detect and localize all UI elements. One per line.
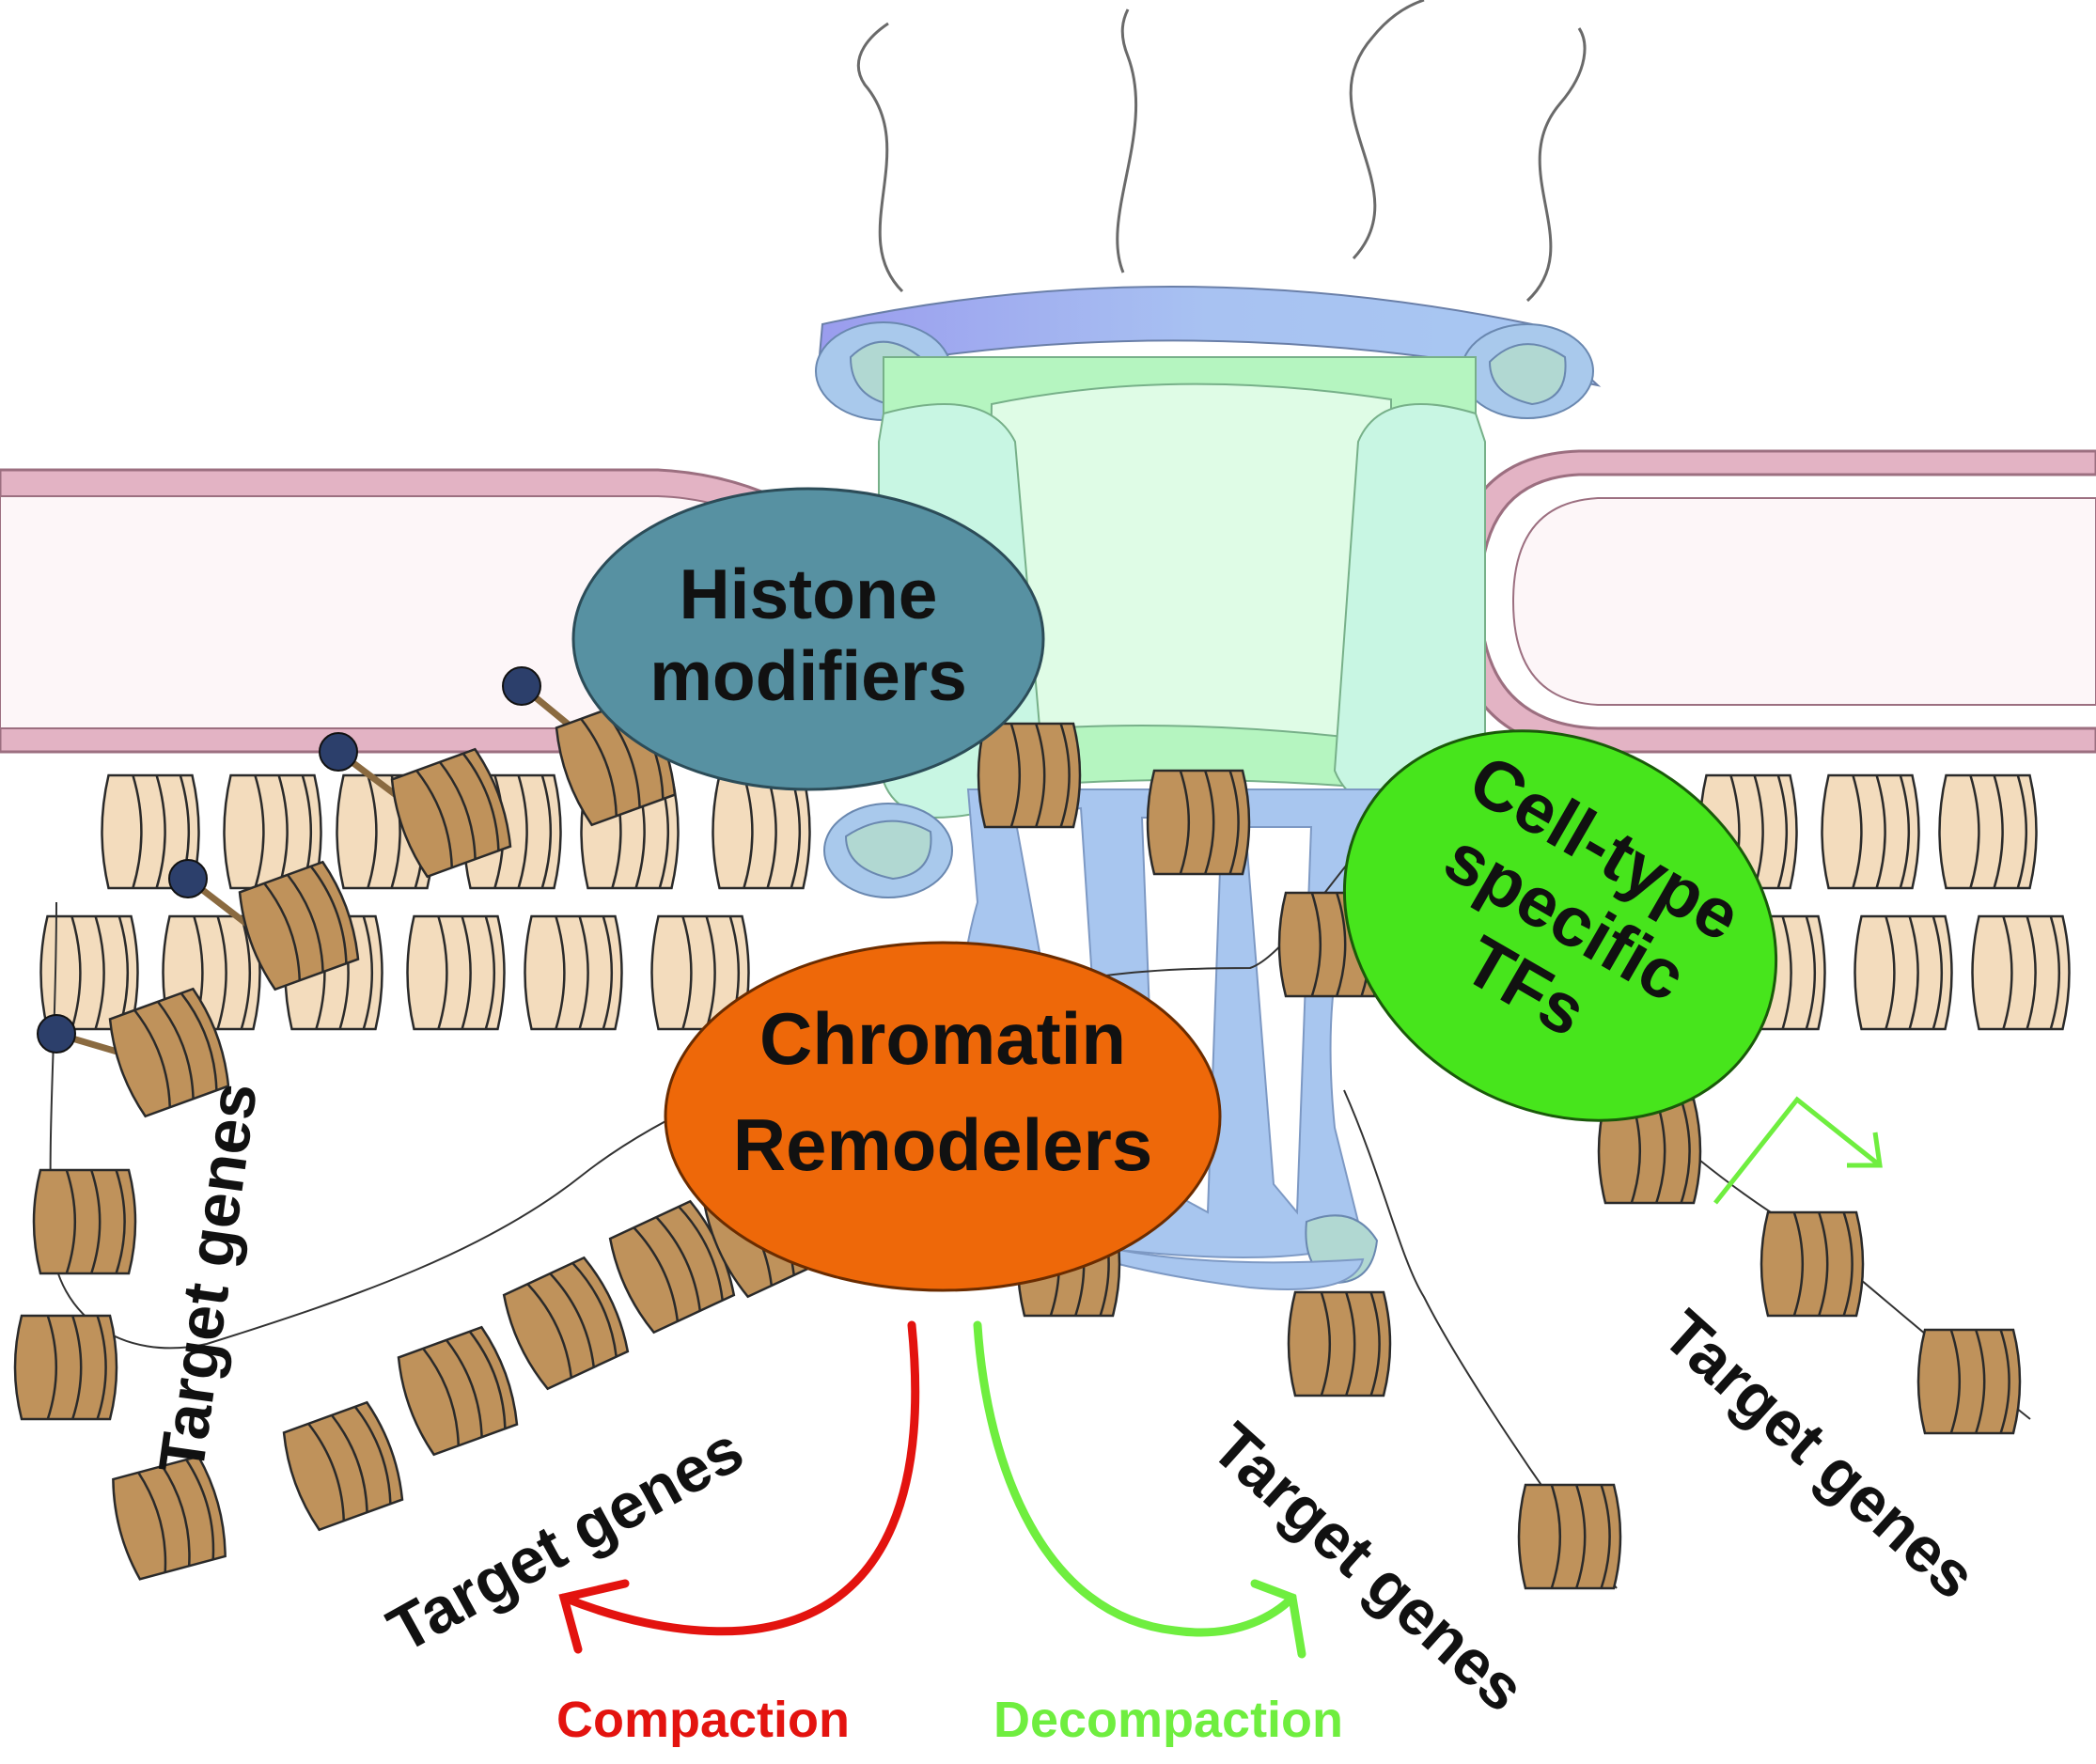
nucleosome [1146,769,1251,876]
transcription-start-arrow [1713,1096,1883,1205]
histone-modifiers: Histone modifiers [571,487,1045,791]
nucleosome [112,1455,227,1581]
nucleosome [108,987,230,1118]
nucleosome [1517,1483,1622,1590]
histone-modifiers-label-line1: Histone [679,554,937,633]
nucleosome [1916,1328,2022,1435]
nucleosome [1287,1290,1392,1397]
compact-nucleosome [1971,914,2071,1031]
nucleosome [1760,1210,1865,1318]
compact-nucleosome [1821,773,1920,890]
target-genes-label-left: Target genes [146,1078,271,1477]
chromatin-remodelers-label-line2: Remodelers [733,1103,1153,1186]
compact-nucleosome [1938,773,2038,890]
compaction-label: Compaction [556,1692,850,1748]
histone-modifiers-shape [571,487,1045,791]
nucleosome [397,1325,519,1457]
cytoplasmic-filaments [856,0,1587,303]
histone-modifiers-label-line2: modifiers [649,636,967,715]
nucleosomes [13,695,2022,1590]
nucleosome [502,1256,630,1391]
nucleosome [608,1199,736,1335]
decompaction-label: Decompaction [993,1692,1343,1748]
histone-marks [37,666,593,1056]
tfs-shape [1342,729,1778,1122]
compact-nucleosome [406,914,506,1031]
compact-nucleosome [524,914,623,1031]
histone-mark-icon [502,666,541,706]
histone-mark-icon [37,1014,76,1054]
histone-mark-icon [319,732,358,772]
histone-mark-icon [168,859,208,898]
chromatin-remodelers: Chromatin Remodelers [664,941,1222,1292]
cell-type-specific-tfs: Cell-type specific TFs [1342,729,1778,1122]
chromatin-remodelers-shape [664,941,1222,1292]
target-genes-label-bottom-right: Target genes [1198,1410,1539,1725]
nucleosome [977,722,1082,829]
compact-nucleosome [101,773,200,890]
compact-nucleosome [1854,914,1953,1031]
nucleosome [13,1314,118,1421]
compact-nucleosome [650,914,750,1031]
compact-nucleosome [39,914,139,1031]
decompaction-arrow [973,1320,1306,1659]
nucleosome [390,747,512,879]
chromatin-remodelers-label-line1: Chromatin [759,997,1126,1080]
compact-nucleosome [712,773,811,890]
nucleosome [282,1400,404,1532]
compaction-arrow [558,1320,920,1654]
nucleosome [238,860,360,991]
nucleosome [32,1168,137,1275]
